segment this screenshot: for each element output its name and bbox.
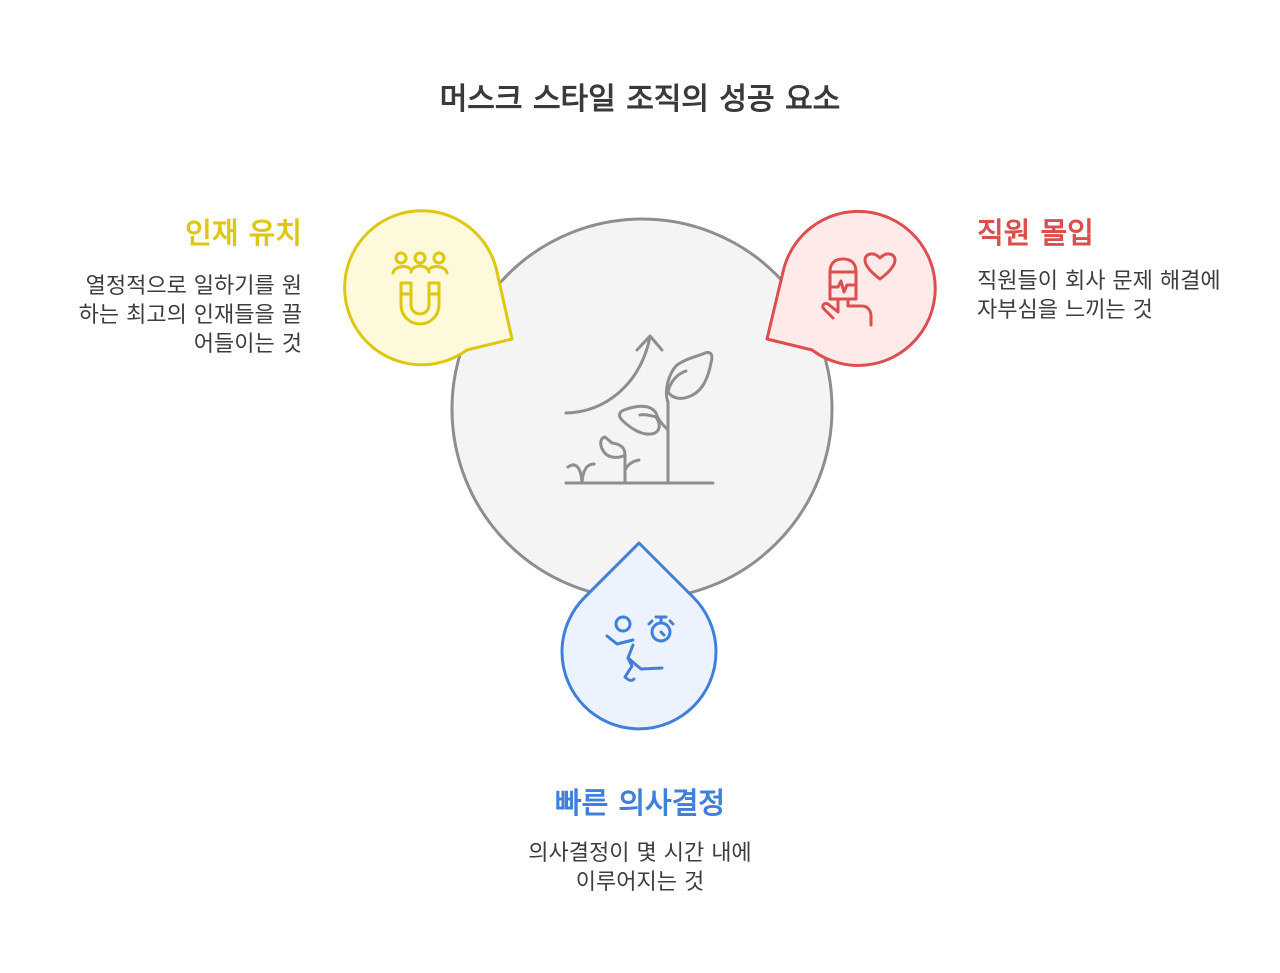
decision-description-line: 의사결정이 몇 시간 내에 <box>528 841 752 866</box>
center-circle <box>450 217 834 601</box>
running-stopwatch-icon <box>605 615 675 682</box>
engagement-heading: 직원 몰입 <box>977 216 1094 250</box>
growing-plant-arrow-icon <box>564 334 715 485</box>
engagement-description-line: 직원들이 회사 문제 해결에 <box>977 269 1221 294</box>
talent-description-line: 어들이는 것 <box>193 332 302 357</box>
people-magnet-icon <box>391 251 449 326</box>
hand-heart-monitor-icon <box>821 252 897 327</box>
talent-description: 열정적으로 일하기를 원 하는 최고의 인재들을 끌 어들이는 것 <box>79 272 302 359</box>
decision-drop-shape <box>560 541 718 731</box>
talent-heading: 인재 유치 <box>185 216 302 250</box>
engagement-description: 직원들이 회사 문제 해결에 자부심을 느끼는 것 <box>977 267 1221 325</box>
talent-description-line: 열정적으로 일하기를 원 <box>85 274 302 299</box>
talent-description-line: 하는 최고의 인재들을 끌 <box>78 303 302 328</box>
engagement-description-line: 자부심을 느끼는 것 <box>977 298 1153 323</box>
engagement-drop-shape <box>765 210 937 367</box>
diagram-title: 머스크 스타일 조직의 성공 요소 <box>439 82 841 117</box>
decision-heading: 빠른 의사결정 <box>554 786 726 820</box>
decision-description: 의사결정이 몇 시간 내에 이루어지는 것 <box>440 839 840 897</box>
decision-description-line: 이루어지는 것 <box>575 870 705 895</box>
